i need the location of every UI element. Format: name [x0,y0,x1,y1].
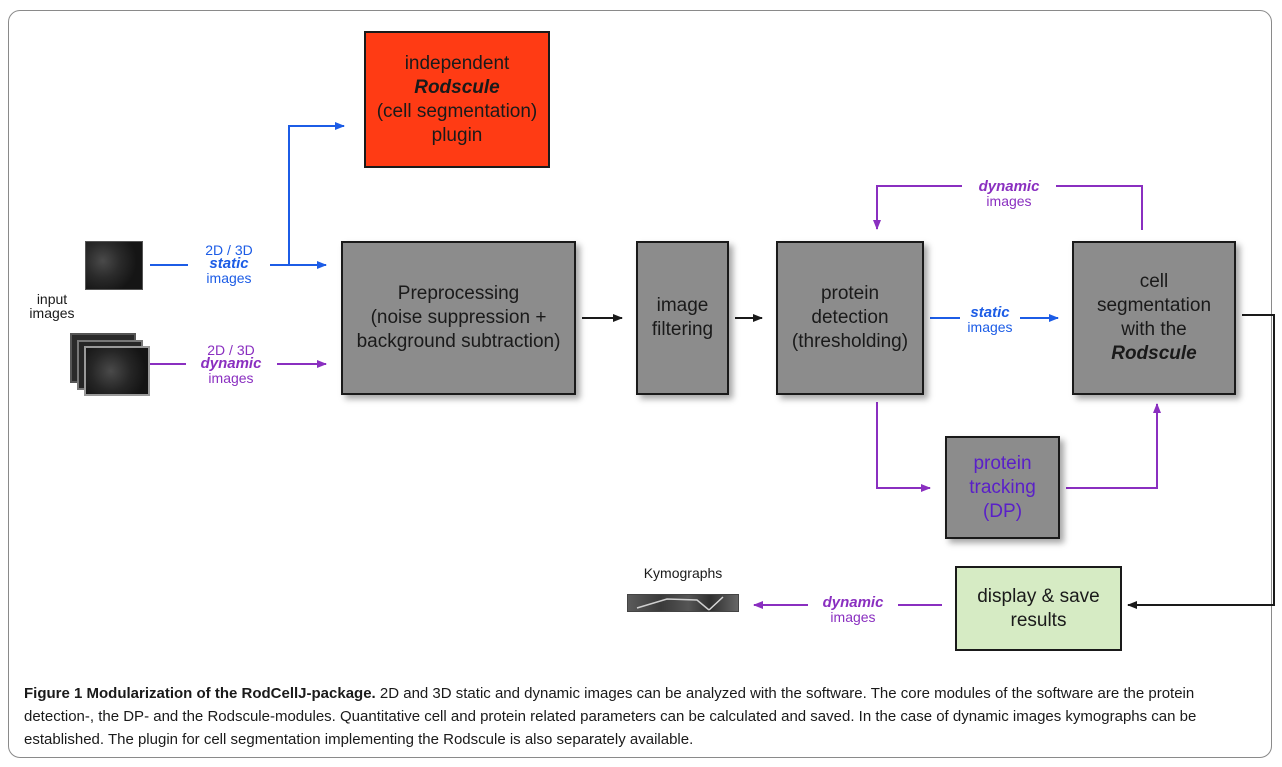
preprocessing-box-line3: background subtraction) [356,331,561,352]
static-input-prefix: 2D / 3D [205,242,253,258]
dynamic-input-label: 2D / 3D dynamic images [186,343,276,385]
preprocessing-box-line1: Preprocessing [397,283,520,304]
edge-static-to-plugin [288,122,345,265]
image-filtering-box: image filtering [636,241,729,395]
protein-detection-box-line2: detection [811,307,889,328]
static-input-images-word: images [206,270,252,286]
cell-segmentation-box-line1: cell [1139,271,1169,292]
loop-dynamic-word: dynamic [978,178,1040,195]
output-dynamic-label: dynamic images [806,594,900,625]
display-save-results-box-line1: display & save [977,585,1100,607]
static-input-word: static [209,255,249,272]
display-save-results-box: display & save results [955,566,1122,651]
cell-segmentation-box-line2: segmentation [1096,295,1212,316]
edge-loop-right [1056,185,1143,230]
protein-tracking-box-line2: tracking [969,476,1036,498]
static-input-image-thumbnail [85,241,143,290]
caption-body: 2D and 3D static and dynamic images can … [24,685,1197,748]
preprocessing-box-line2: (noise suppression + [370,307,547,328]
protein-tracking-box-line3: (DP) [982,500,1023,522]
image-filtering-box-line1: image [656,295,709,316]
caption-title: Figure 1 Modularization of the RodCellJ-… [24,685,376,702]
plugin-box-line2: Rodscule [414,76,500,98]
dynamic-input-stack-front [84,346,150,396]
edge-segmentation-to-display [1127,314,1275,609]
protein-detection-box-line1: protein [820,283,880,304]
input-images-label-line2: images [29,305,75,321]
dynamic-input-images-word: images [208,370,254,386]
dynamic-input-prefix: 2D / 3D [207,342,255,358]
protein-tracking-box-line1: protein [973,452,1032,474]
display-save-results-box-line2: results [1010,609,1067,631]
dynamic-input-word: dynamic [200,355,262,372]
plugin-box-line4: plugin [431,124,483,146]
static-input-label: 2D / 3D static images [188,243,270,285]
image-filtering-box-line2: filtering [651,319,714,340]
edge-detection-to-tracking [876,402,931,492]
figure-caption: Figure 1 Modularization of the RodCellJ-… [24,682,1260,751]
static-edge-label: static images [958,304,1022,335]
input-images-label: input images [22,292,82,320]
input-images-label-line1: input [36,291,68,307]
plugin-box: independent Rodscule (cell segmentation)… [364,31,550,168]
edge-loop-left [873,185,962,230]
protein-tracking-box: protein tracking (DP) [945,436,1060,539]
edge-tracking-to-segmentation [1066,403,1161,489]
preprocessing-box: Preprocessing (noise suppression + backg… [341,241,576,395]
plugin-box-line1: independent [404,52,510,74]
loop-images-word: images [986,193,1032,209]
cell-segmentation-box: cell segmentation with the Rodscule [1072,241,1236,395]
kymographs-label: Kymographs [643,565,723,581]
protein-detection-box-line3: (thresholding) [791,331,909,352]
cell-segmentation-box-line3: with the [1121,319,1187,340]
plugin-box-line3: (cell segmentation) [376,100,538,122]
cell-segmentation-box-line4: Rodscule [1111,343,1197,364]
output-dynamic-word: dynamic [822,594,884,611]
figure-frame [8,10,1272,758]
loop-dynamic-label: dynamic images [960,178,1058,209]
kymograph-streaks [636,596,724,611]
static-edge-word: static [970,304,1010,321]
protein-detection-box: protein detection (thresholding) [776,241,924,395]
output-images-word: images [830,609,876,625]
static-edge-images-word: images [967,319,1013,335]
